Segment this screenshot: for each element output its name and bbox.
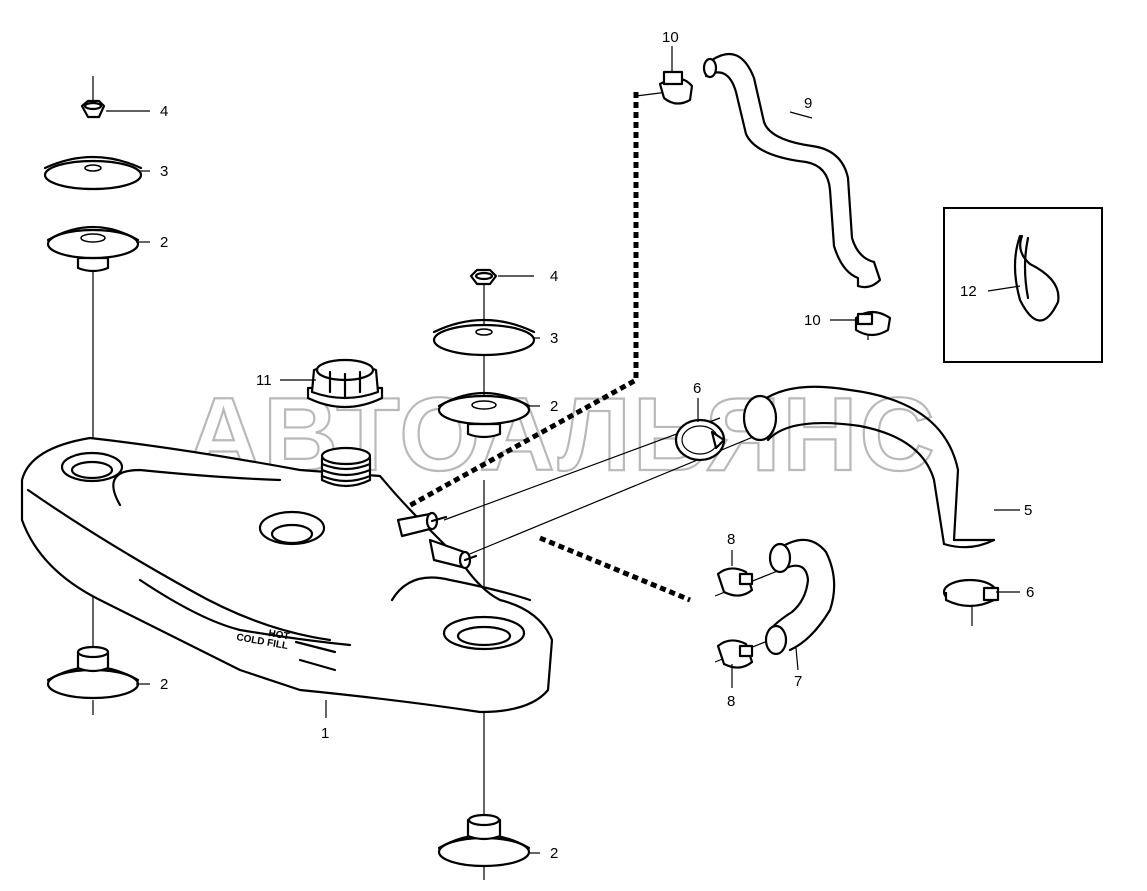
nut-4-center: [469, 268, 498, 286]
callout-10-upper: 10: [662, 29, 679, 46]
callout-2-upper: 2: [160, 234, 168, 251]
callout-8-lower: 8: [727, 693, 735, 710]
dashed-routing-lines: [378, 92, 691, 603]
callout-10-lower: 10: [804, 312, 821, 329]
hose-5: [742, 385, 996, 549]
expansion-tank-1: HOT COLD FILL: [20, 436, 554, 714]
washer-3-upper: [43, 155, 143, 191]
callout-9: 9: [804, 95, 812, 112]
hose-clamp-6-lower: [942, 578, 1000, 608]
grommet-2-lower-left: [46, 645, 140, 700]
nut-4-upper: [80, 99, 106, 119]
callout-2-bottom: 2: [550, 845, 558, 862]
grommet-2-bottom: [437, 813, 531, 868]
grommet-2-center: [437, 391, 531, 439]
callout-6-upper: 6: [693, 380, 701, 397]
hose-clamp-10-lower: [854, 310, 892, 337]
marking-hot: HOT: [267, 628, 290, 642]
callout-8-upper: 8: [727, 531, 735, 548]
callout-4-center: 4: [550, 268, 558, 285]
hose-clamp-8-lower: [716, 639, 754, 669]
callout-numbers: 4 3 2 2 1 4 3 2 11 2 10 9 10 12 6 5 6 8 …: [160, 29, 1034, 862]
callout-5: 5: [1024, 502, 1032, 519]
hose-9: [702, 52, 882, 289]
callout-1: 1: [321, 725, 329, 742]
cable-tie-12-box: [943, 207, 1103, 363]
hose-7: [764, 538, 836, 656]
callout-2-lower-left: 2: [160, 676, 168, 693]
callout-3-center: 3: [550, 330, 558, 347]
callout-4-upper: 4: [160, 103, 168, 120]
washer-3-center: [432, 318, 536, 357]
callout-12: 12: [960, 283, 977, 300]
callout-11: 11: [256, 372, 272, 389]
grommet-2-upper: [46, 225, 140, 273]
callout-leaders: [106, 46, 1021, 854]
callout-7: 7: [794, 673, 802, 690]
filler-cap-11: [306, 358, 384, 408]
callout-6-lower: 6: [1026, 584, 1034, 601]
callout-3-upper: 3: [160, 163, 168, 180]
hose-clamp-8-upper: [716, 567, 754, 597]
callout-2-center: 2: [550, 398, 558, 415]
hose-clamp-10-upper: [658, 70, 694, 105]
hose-clamp-6-upper: [674, 418, 726, 462]
